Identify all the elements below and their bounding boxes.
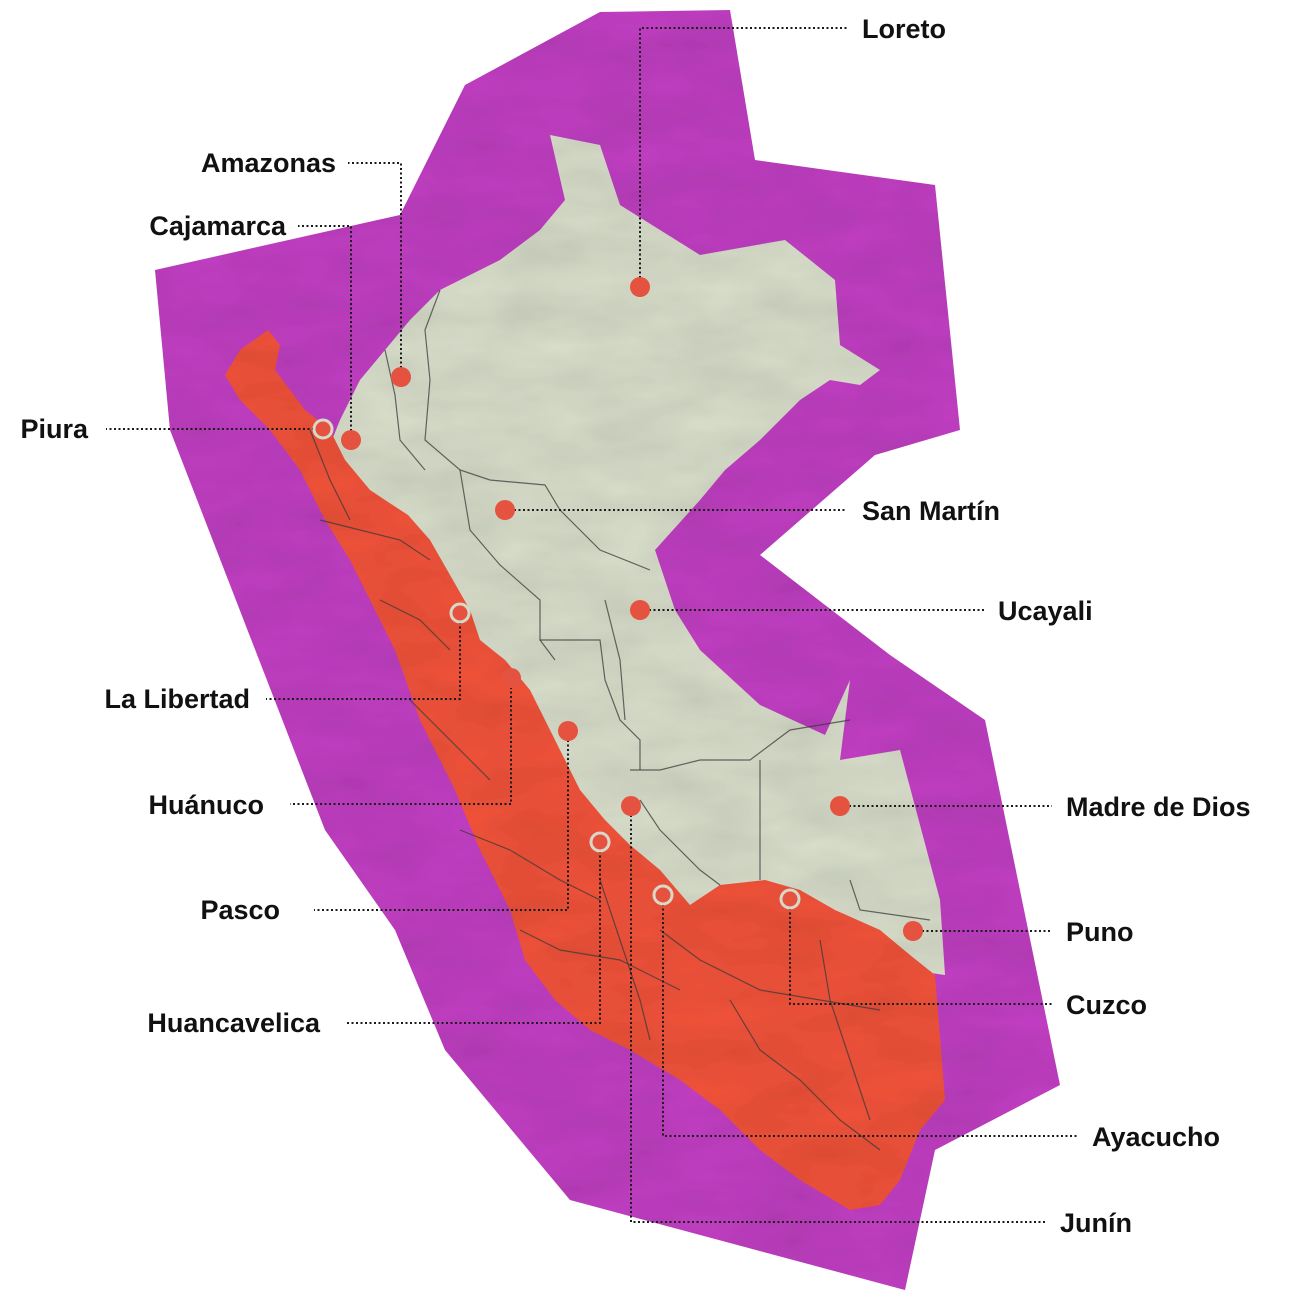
leader-line-pasco (314, 731, 569, 911)
marker-cuzco[interactable] (779, 888, 801, 910)
label-junin: Junín (1060, 1208, 1132, 1238)
highland-region-shape (330, 135, 945, 975)
leader-line-huanuco (290, 678, 512, 805)
label-san-martin: San Martín (862, 496, 1000, 526)
label-madre-de-dios: Madre de Dios (1066, 792, 1251, 822)
leader-line-junin (630, 806, 1046, 1223)
label-huanuco: Huánuco (148, 790, 264, 820)
marker-huanuco[interactable] (501, 668, 521, 688)
department-borders (309, 289, 931, 1151)
label-ucayali: Ucayali (998, 596, 1093, 626)
marker-ucayali[interactable] (630, 600, 650, 620)
marker-junin[interactable] (621, 796, 641, 816)
label-la-libertad: La Libertad (104, 684, 250, 714)
label-cajamarca: Cajamarca (149, 211, 287, 241)
label-piura: Piura (20, 414, 89, 444)
marker-pasco[interactable] (558, 721, 578, 741)
marker-cajamarca[interactable] (341, 430, 361, 450)
label-puno: Puno (1066, 917, 1134, 947)
label-cuzco: Cuzco (1066, 990, 1147, 1020)
marker-madre-de-dios[interactable] (830, 796, 850, 816)
marker-piura[interactable] (312, 418, 334, 440)
marker-amazonas[interactable] (391, 367, 411, 387)
label-huancavelica: Huancavelica (147, 1008, 321, 1038)
leader-line-amazonas (348, 162, 402, 377)
marker-puno[interactable] (903, 921, 923, 941)
marker-huancavelica[interactable] (589, 831, 611, 853)
region-markers (312, 277, 923, 941)
leader-lines (106, 27, 1078, 1223)
leader-line-loreto (639, 27, 848, 287)
marker-san-martin[interactable] (495, 500, 515, 520)
label-loreto: Loreto (862, 14, 946, 44)
label-pasco: Pasco (200, 895, 280, 925)
leader-line-ayacucho (662, 895, 1078, 1137)
marker-loreto[interactable] (630, 277, 650, 297)
label-ayacucho: Ayacucho (1092, 1122, 1220, 1152)
marker-la-libertad[interactable] (449, 602, 471, 624)
marker-ayacucho[interactable] (652, 884, 674, 906)
leader-line-cuzco (789, 899, 1052, 1005)
label-amazonas: Amazonas (201, 148, 336, 178)
leader-line-cajamarca (298, 225, 352, 440)
leader-line-huancavelica (346, 842, 601, 1024)
coastal-region-shape (225, 330, 945, 1210)
leader-line-la-libertad (266, 613, 461, 700)
